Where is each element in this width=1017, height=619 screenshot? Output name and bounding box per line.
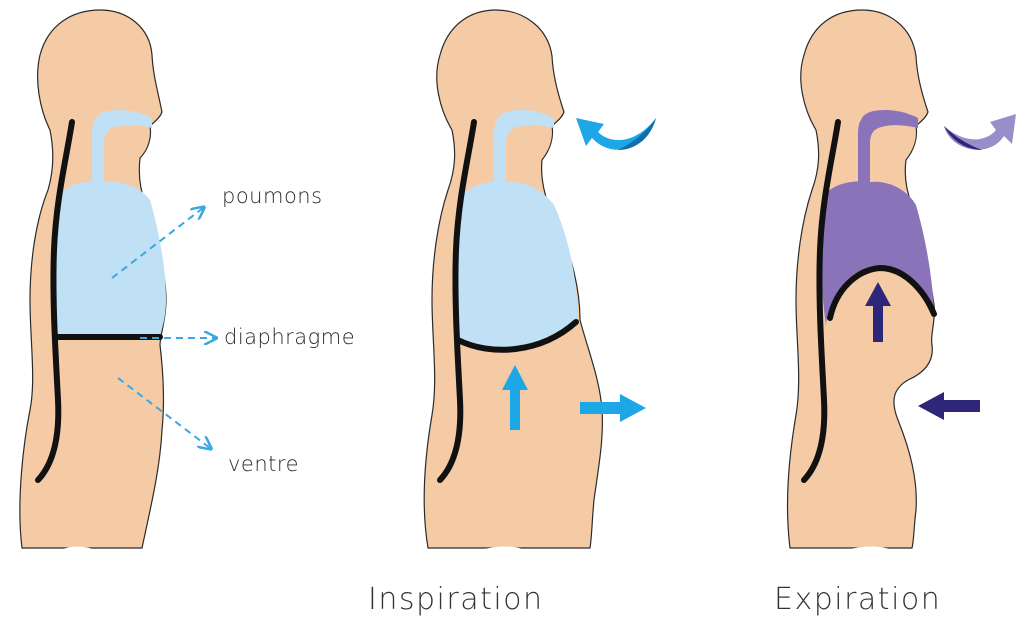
label-diaphragme: diaphragme (224, 325, 355, 349)
label-ventre: ventre (228, 452, 299, 476)
figure-expiration (784, 10, 1016, 562)
lungs-neutral (53, 181, 166, 335)
curved-exhale-arrow-icon (944, 114, 1016, 150)
lungs-inspiration (453, 182, 578, 350)
figure-neutral (15, 10, 215, 560)
caption-expiration: Expiration (774, 582, 941, 617)
torn-edge-expiration (784, 546, 916, 562)
caption-inspiration: Inspiration (368, 582, 544, 617)
left-arrow-icon (918, 392, 980, 420)
figure-inspiration (420, 10, 656, 562)
label-poumons: poumons (222, 184, 323, 208)
torn-edge-inspiration (420, 546, 595, 562)
